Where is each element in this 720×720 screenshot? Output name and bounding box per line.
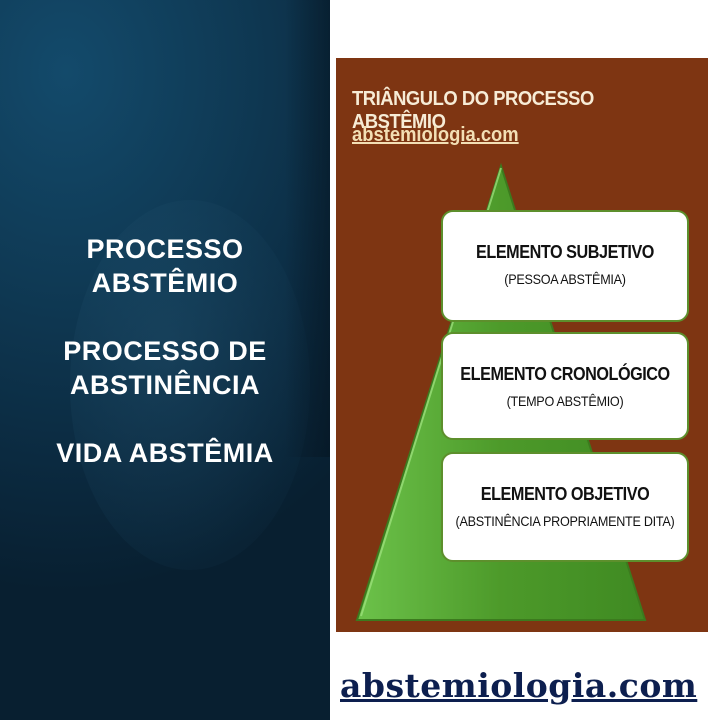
element-box-subjetivo: ELEMENTO SUBJETIVO (PESSOA ABSTÊMIA) bbox=[441, 210, 689, 322]
diagram-title: TRIÂNGULO DO PROCESSO ABSTÊMIO bbox=[352, 88, 594, 133]
triangle-diagram-card: TRIÂNGULO DO PROCESSO ABSTÊMIO abstemiol… bbox=[336, 58, 708, 632]
element-box-cronologico: ELEMENTO CRONOLÓGICO (TEMPO ABSTÊMIO) bbox=[441, 332, 689, 440]
element-subtitle: (PESSOA ABSTÊMIA) bbox=[504, 271, 626, 287]
left-heading-group: PROCESSO ABSTÊMIO PROCESSO DE ABSTINÊNCI… bbox=[0, 232, 330, 504]
heading-line: PROCESSO DE bbox=[63, 336, 267, 366]
footer-site-link[interactable]: abstemiologia.com bbox=[340, 666, 698, 705]
heading-line: ABSTÊMIO bbox=[91, 268, 239, 298]
heading-vida-abstemia: VIDA ABSTÊMIA bbox=[0, 436, 330, 470]
left-panel: PROCESSO ABSTÊMIO PROCESSO DE ABSTINÊNCI… bbox=[0, 0, 330, 720]
heading-line: VIDA ABSTÊMIA bbox=[56, 438, 274, 468]
diagram-site-link[interactable]: abstemiologia.com bbox=[352, 124, 519, 146]
element-title: ELEMENTO CRONOLÓGICO bbox=[460, 364, 670, 384]
heading-line: PROCESSO bbox=[86, 234, 244, 264]
decorative-shade bbox=[285, 0, 330, 457]
heading-processo-de-abstinencia: PROCESSO DE ABSTINÊNCIA bbox=[0, 334, 330, 402]
element-title: ELEMENTO OBJETIVO bbox=[480, 484, 650, 504]
element-subtitle: (ABSTINÊNCIA PROPRIAMENTE DITA) bbox=[455, 513, 675, 529]
element-box-objetivo: ELEMENTO OBJETIVO (ABSTINÊNCIA PROPRIAME… bbox=[441, 452, 689, 562]
heading-processo-abstemio: PROCESSO ABSTÊMIO bbox=[0, 232, 330, 300]
heading-line: ABSTINÊNCIA bbox=[69, 370, 260, 400]
element-subtitle: (TEMPO ABSTÊMIO) bbox=[506, 393, 624, 409]
element-title: ELEMENTO SUBJETIVO bbox=[476, 242, 654, 262]
decorative-oval bbox=[70, 200, 310, 570]
